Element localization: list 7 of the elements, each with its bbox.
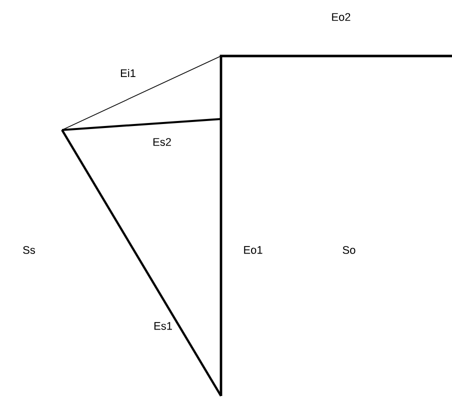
- line-label: Eo2: [332, 13, 350, 21]
- line-label: So: [342, 246, 356, 254]
- line-label: Es2: [153, 138, 171, 146]
- line-label: Es1: [154, 322, 172, 330]
- line-label: Ss: [23, 246, 36, 254]
- line-label: Eo1: [244, 246, 262, 254]
- line-label: Ei1: [120, 69, 136, 77]
